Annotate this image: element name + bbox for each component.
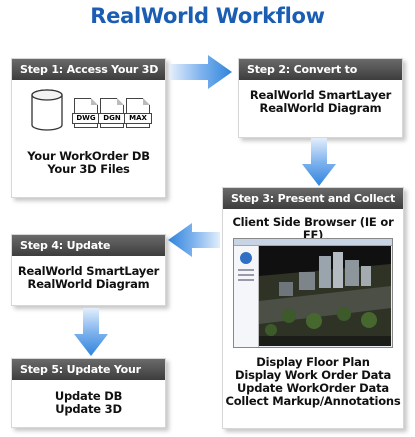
step-4-body: RealWorld SmartLayer RealWorld Diagram (12, 265, 165, 291)
file-icon: MAX (124, 98, 152, 128)
logo-icon (240, 252, 252, 264)
step-1-header: Step 1: Access Your 3D Files (12, 59, 165, 97)
step-3-body: Display Floor Plan Display Work Order Da… (223, 356, 403, 408)
step-4-line: RealWorld Diagram (27, 277, 150, 291)
step-2-header: Step 2: Convert to RealWorld (239, 59, 402, 97)
step-4-header: Step 4: Update RealWorld (12, 235, 165, 273)
step-3-line: Collect Markup/Annotations (225, 394, 401, 408)
database-icon (31, 89, 63, 131)
diagram-title: RealWorld Workflow (90, 4, 325, 28)
step-5-card: Step 5: Update Your Data Update DB Updat… (11, 358, 166, 428)
arrow-down-icon (74, 308, 108, 356)
step-5-line: Update 3D (55, 402, 122, 416)
step-3-line: Update WorkOrder Data (237, 381, 389, 395)
browser-screenshot (233, 238, 393, 348)
browser-sidebar (234, 246, 259, 347)
file-icon: DGN (98, 98, 126, 128)
step-2-body: RealWorld SmartLayer RealWorld Diagram (239, 89, 402, 115)
step-2-line: RealWorld Diagram (259, 101, 382, 115)
step-3-line: Display Floor Plan (256, 355, 370, 369)
step-3-header: Step 3: Present and Collect (223, 188, 403, 209)
step-3-line: Display Work Order Data (234, 368, 392, 382)
file-label-max: MAX (124, 113, 152, 124)
step-1-line: Your 3D Files (47, 162, 130, 176)
step-5-line: Update DB (54, 389, 123, 403)
step-4-card: Step 4: Update RealWorld RealWorld Smart… (11, 234, 166, 306)
step-1-icons: DWG DGN MAX (12, 80, 165, 142)
file-icon: DWG (72, 98, 100, 128)
city-3d-view (259, 246, 391, 346)
step-2-line: RealWorld SmartLayer (249, 88, 392, 102)
arrow-down-icon (302, 138, 336, 186)
step-4-line: RealWorld SmartLayer (17, 264, 160, 278)
step-5-body: Update DB Update 3D (12, 390, 165, 416)
step-1-line: Your WorkOrder DB (27, 149, 150, 163)
step-1-body: Your WorkOrder DB Your 3D Files (12, 150, 165, 176)
browser-toolbar (234, 239, 392, 246)
arrow-left-icon (168, 223, 220, 257)
step-1-card: Step 1: Access Your 3D Files DWG DGN MAX… (11, 58, 166, 198)
file-label-dgn: DGN (98, 113, 126, 124)
arrow-right-icon (170, 55, 232, 89)
step-5-header: Step 5: Update Your Data (12, 359, 165, 397)
step-2-card: Step 2: Convert to RealWorld RealWorld S… (238, 58, 403, 138)
step-3-card: Step 3: Present and Collect Client Side … (222, 187, 404, 429)
file-label-dwg: DWG (72, 113, 100, 124)
